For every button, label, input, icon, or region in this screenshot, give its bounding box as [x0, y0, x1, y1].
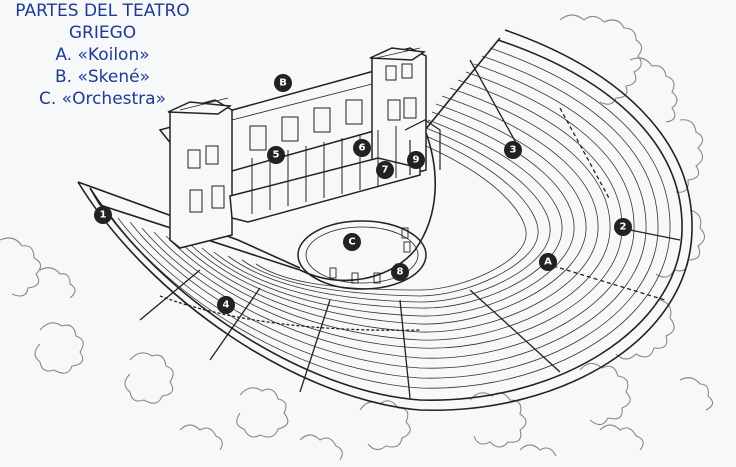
skene-building: [158, 47, 427, 249]
marker-2-label: 2: [620, 222, 627, 233]
marker-5-label: 5: [273, 150, 280, 161]
legend-item-skene: B. «Skené»: [55, 67, 150, 87]
marker-b-label: B: [279, 78, 287, 89]
marker-c-label: C: [348, 237, 355, 248]
marker-9-label: 9: [413, 155, 420, 166]
marker-3-label: 3: [510, 145, 517, 156]
title-line-1: PARTES DEL TEATRO: [15, 1, 190, 21]
skene-details: [179, 47, 421, 214]
marker-2: 2: [614, 218, 632, 236]
marker-9: 9: [407, 151, 425, 169]
marker-5: 5: [267, 146, 285, 164]
marker-1: 1: [94, 206, 112, 224]
title-line-2: GRIEGO: [68, 23, 137, 43]
marker-6-label: 6: [359, 143, 366, 154]
marker-b: B: [274, 74, 292, 92]
marker-a-label: A: [544, 257, 552, 268]
marker-7-label: 7: [382, 165, 389, 176]
marker-a: A: [539, 253, 557, 271]
title-legend: PARTES DEL TEATRO GRIEGO A. «Koilon» B. …: [0, 0, 205, 110]
marker-4-label: 4: [223, 300, 230, 311]
marker-1-label: 1: [100, 210, 107, 221]
orchestra: [297, 220, 427, 290]
marker-4: 4: [217, 296, 235, 314]
marker-c: C: [343, 233, 361, 251]
marker-3: 3: [504, 141, 522, 159]
marker-7: 7: [376, 161, 394, 179]
marker-8: 8: [391, 263, 409, 281]
legend-item-orchestra: C. «Orchestra»: [39, 89, 166, 109]
marker-8-label: 8: [397, 267, 404, 278]
marker-6: 6: [353, 139, 371, 157]
koilon-seating: [77, 29, 693, 411]
foliage: [0, 14, 714, 461]
legend-item-koilon: A. «Koilon»: [55, 45, 150, 65]
